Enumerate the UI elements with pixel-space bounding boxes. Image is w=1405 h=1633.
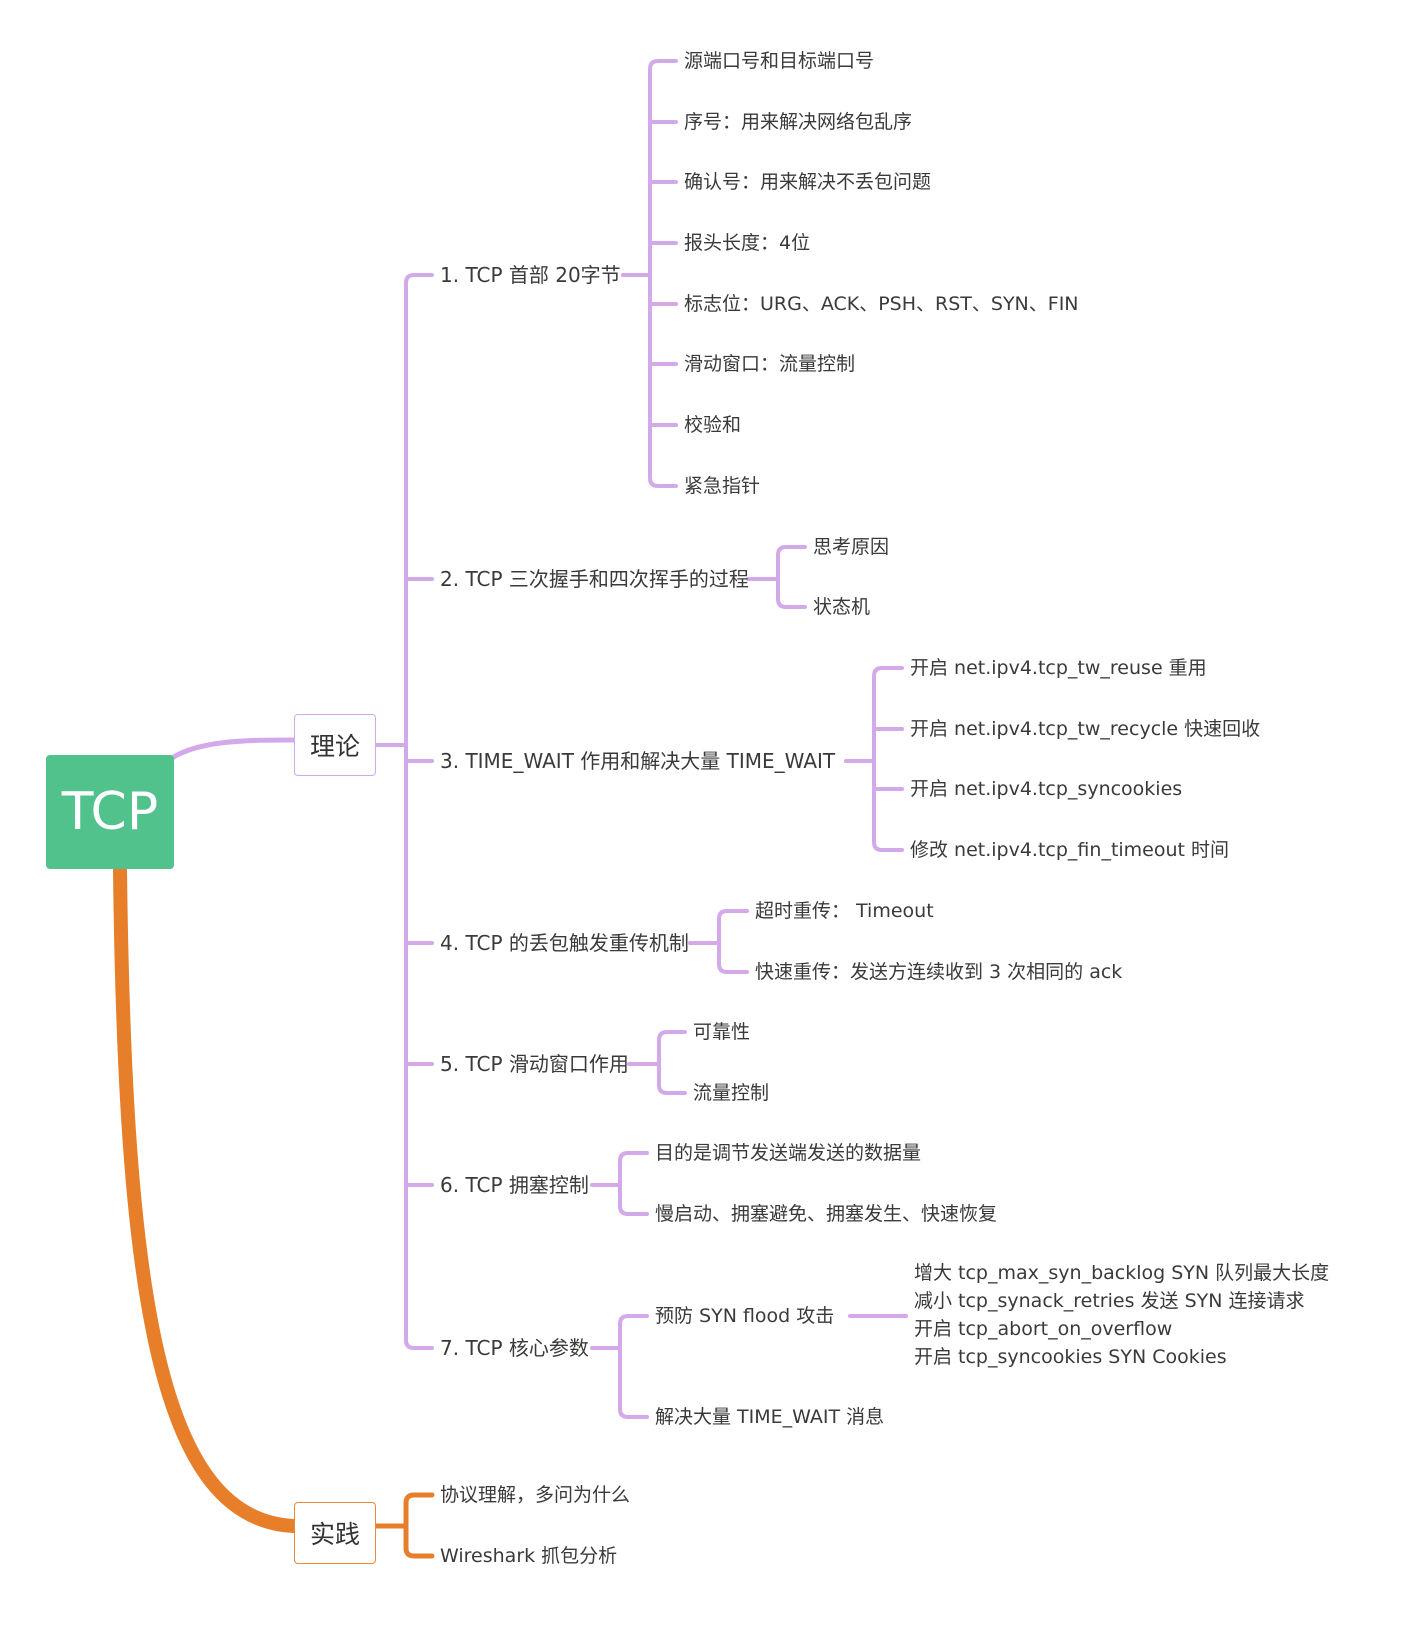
practice-wireshark[interactable]: Wireshark 抓包分析: [440, 1545, 618, 1567]
syn-flood-note: 增大 tcp_max_syn_backlog SYN 队列最大长度: [914, 1262, 1330, 1284]
syn-flood-note: 开启 tcp_abort_on_overflow: [914, 1318, 1173, 1340]
root-practice-link: [113, 862, 301, 1533]
branch4-spine: [717, 909, 749, 974]
header-field-flags[interactable]: 标志位：URG、ACK、PSH、RST、SYN、FIN: [684, 293, 1079, 315]
retrans-fast[interactable]: 快速重传：发送方连续收到 3 次相同的 ack: [755, 961, 1123, 983]
syn-flood-note: 减小 tcp_synack_retries 发送 SYN 连接请求: [914, 1290, 1305, 1312]
time-wait-reuse[interactable]: 开启 net.ipv4.tcp_tw_reuse 重用: [910, 657, 1207, 679]
handshake-reason[interactable]: 思考原因: [813, 536, 890, 558]
core-params-syn-flood[interactable]: 预防 SYN flood 攻击: [655, 1305, 835, 1327]
window-flow-control[interactable]: 流量控制: [693, 1082, 770, 1104]
practice-understand[interactable]: 协议理解，多问为什么: [440, 1484, 631, 1506]
handshake-state-machine[interactable]: 状态机: [813, 596, 871, 618]
branch-time-wait[interactable]: 3. TIME_WAIT 作用和解决大量 TIME_WAIT: [440, 749, 836, 773]
syn-flood-note: 开启 tcp_syncookies SYN Cookies: [914, 1346, 1227, 1368]
theory-branches-spine: [404, 273, 434, 1350]
root-theory-link: [169, 737, 297, 761]
header-field-checksum[interactable]: 校验和: [684, 414, 742, 436]
header-field-seq[interactable]: 序号：用来解决网络包乱序: [684, 111, 913, 133]
branch3-spine: [872, 666, 904, 852]
branch-retransmission[interactable]: 4. TCP 的丢包触发重传机制: [440, 931, 689, 955]
branch2-spine: [776, 545, 807, 609]
header-field-ack[interactable]: 确认号：用来解决不丢包问题: [684, 171, 932, 193]
branch-core-params[interactable]: 7. TCP 核心参数: [440, 1336, 589, 1360]
header-field-length[interactable]: 报头长度：4位: [684, 232, 811, 254]
header-field-window[interactable]: 滑动窗口：流量控制: [684, 353, 856, 375]
time-wait-syncookies[interactable]: 开启 net.ipv4.tcp_syncookies: [910, 778, 1183, 800]
congestion-purpose[interactable]: 目的是调节发送端发送的数据量: [655, 1142, 922, 1164]
syn-flood-notes[interactable]: 增大 tcp_max_syn_backlog SYN 队列最大长度 减小 tcp…: [914, 1259, 1329, 1371]
core-params-time-wait[interactable]: 解决大量 TIME_WAIT 消息: [655, 1406, 885, 1428]
practice-branches-spine: [403, 1492, 435, 1559]
branch-sliding-window[interactable]: 5. TCP 滑动窗口作用: [440, 1052, 629, 1076]
topic-theory[interactable]: 理论: [294, 714, 376, 776]
branch-tcp-header[interactable]: 1. TCP 首部 20字节: [440, 263, 621, 287]
branch-handshake[interactable]: 2. TCP 三次握手和四次挥手的过程: [440, 567, 749, 591]
retrans-timeout[interactable]: 超时重传： Timeout: [755, 900, 934, 922]
time-wait-recycle[interactable]: 开启 net.ipv4.tcp_tw_recycle 快速回收: [910, 718, 1261, 740]
branch-congestion[interactable]: 6. TCP 拥塞控制: [440, 1173, 589, 1197]
congestion-algorithms[interactable]: 慢启动、拥塞避免、拥塞发生、快速恢复: [655, 1203, 998, 1225]
branch7-spine: [618, 1314, 649, 1419]
root-node[interactable]: TCP: [46, 755, 174, 869]
window-reliability[interactable]: 可靠性: [693, 1021, 751, 1043]
header-field-urgent[interactable]: 紧急指针: [684, 475, 761, 497]
branch5-spine: [657, 1030, 687, 1095]
branch1-spine: [648, 59, 678, 488]
branch6-spine: [618, 1151, 649, 1216]
topic-practice[interactable]: 实践: [294, 1502, 376, 1564]
time-wait-fin-timeout[interactable]: 修改 net.ipv4.tcp_fin_timeout 时间: [910, 839, 1230, 861]
header-field-ports[interactable]: 源端口号和目标端口号: [684, 50, 875, 72]
